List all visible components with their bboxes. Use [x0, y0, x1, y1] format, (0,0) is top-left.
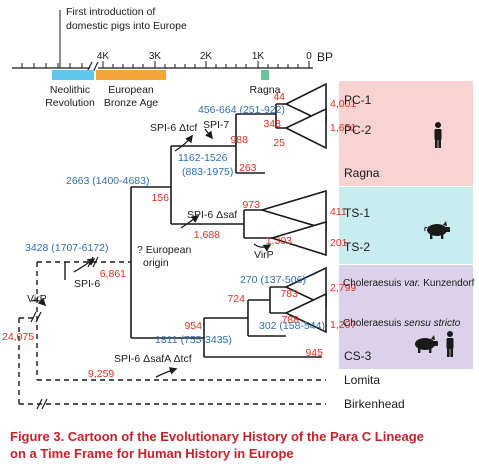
date-883-1975: (883-1975) [182, 166, 233, 178]
label-birkenhead: Birkenhead [344, 397, 405, 411]
triangle-sensu-stricto [284, 292, 327, 334]
human-icon [446, 331, 454, 357]
event-spi6-dsafa-dtcf: SPI-6 ΔsafA Δtcf [114, 353, 192, 365]
event-spi6-dsaf: SPI-6 Δsaf [187, 209, 237, 221]
red-num-24075: 24,075 [2, 331, 34, 343]
red-num-411: 411 [330, 206, 347, 218]
label-sensu-stricto: Choleraesuis sensu stricto [343, 318, 461, 329]
caption-line-2: on a Time Frame for Human History in Eur… [10, 446, 294, 461]
panel-ts [339, 187, 473, 264]
period-bar-neolithic [52, 70, 94, 80]
red-num-156: 156 [151, 192, 169, 204]
red-num-2799: 2,799 [330, 282, 356, 294]
red-num-9259: 9,259 [88, 368, 114, 380]
date-270: 270 (137-506) [240, 274, 306, 286]
period-bar-bronze-age [96, 70, 166, 80]
axis-ticks [21, 61, 310, 68]
tick-label-3k: 3K [149, 51, 162, 62]
red-num-343: 343 [263, 118, 281, 130]
red-num-263: 263 [239, 162, 257, 174]
red-num-44: 44 [273, 91, 285, 103]
pig-icon [415, 335, 438, 353]
pig-icon [424, 221, 450, 239]
period-label-ragna: Ragna [250, 84, 281, 96]
red-num-783: 783 [280, 288, 298, 300]
label-cs3: CS-3 [344, 349, 372, 363]
date-1162-1526: 1162-1526 [178, 152, 228, 164]
period-bar-ragna [261, 70, 269, 80]
triangle-pc2 [284, 107, 327, 150]
annotation-line-2: domestic pigs into Europe [66, 20, 187, 32]
tick-label-4k: 4K [97, 51, 110, 62]
red-num-201: 201 [330, 237, 348, 249]
red-num-788: 788 [281, 314, 299, 326]
red-num-954: 954 [184, 320, 202, 332]
tick-label-1k: 1K [252, 51, 265, 62]
red-num-724: 724 [227, 293, 245, 305]
period-label-bronze-2: Bronze Age [104, 97, 158, 109]
date-1811: 1811 (755-3435) [155, 334, 232, 346]
event-labels: SPI-6 Δtcf SPI-7 SPI-6 Δsaf VirP SPI-6 V… [27, 119, 274, 365]
red-num-4001: 4,001 [330, 98, 356, 110]
date-456-664: 456-664 (251-922) [198, 104, 285, 116]
period-label-neolithic-2: Revolution [45, 97, 95, 109]
triangle-kunzendorf [284, 266, 327, 308]
label-pc1: PC-1 [344, 93, 372, 107]
red-num-988: 988 [230, 134, 248, 146]
date-3428: 3428 (1707-6172) [25, 242, 108, 254]
period-label-neolithic-1: Neolithic [50, 84, 90, 96]
date-2663: 2663 (1400-4683) [66, 175, 149, 187]
triangle-ts1 [259, 189, 327, 231]
tick-label-0: 0 [306, 51, 312, 62]
label-ts2: TS-2 [344, 240, 370, 254]
clade-triangles [259, 82, 327, 334]
annotation-line-1: First introduction of [66, 6, 155, 18]
event-spi6: SPI-6 [74, 278, 100, 290]
period-label-bronze-1: European [108, 84, 154, 96]
red-num-1207: 1,207 [330, 319, 356, 331]
red-num-1651: 1,651 [330, 122, 356, 134]
panel-pc [339, 81, 473, 186]
branch-length-labels: 44 4,001 343 1,651 25 988 263 156 973 41… [2, 91, 356, 380]
figure-caption: Figure 3. Cartoon of the Evolutionary Hi… [10, 428, 472, 462]
event-spi7: SPI-7 [203, 119, 229, 131]
date-labels: 456-664 (251-922) 1162-1526 (883-1975) 2… [25, 104, 325, 346]
tick-label-2k: 2K [200, 51, 213, 62]
event-virp-root: VirP [27, 293, 47, 305]
human-icon [434, 122, 442, 148]
label-ts1: TS-1 [344, 206, 370, 220]
label-lomita: Lomita [344, 373, 380, 387]
label-pc2: PC-2 [344, 123, 372, 137]
red-num-25: 25 [273, 137, 285, 149]
label-ragna: Ragna [344, 166, 380, 180]
red-num-6861: 6,861 [100, 268, 126, 280]
red-num-1303: 1,303 [266, 235, 292, 247]
axis-unit: BP [317, 50, 333, 64]
origin-line-1: ? European [137, 244, 191, 256]
event-arrows [31, 128, 272, 378]
phylogeny-diagram: First introduction of domestic pigs into… [2, 6, 475, 411]
red-num-945: 945 [305, 347, 323, 359]
event-spi6-dtcf: SPI-6 Δtcf [150, 122, 197, 134]
triangle-ts2 [269, 220, 327, 257]
dashed-branches [18, 261, 326, 405]
red-num-973: 973 [242, 199, 260, 211]
origin-line-2: origin [143, 257, 169, 269]
label-kunzendorf: Choleraesuis var. Kunzendorf [343, 278, 475, 289]
red-num-1688: 1,688 [194, 229, 220, 241]
date-302: 302 (158-544) [259, 320, 325, 332]
event-virp-ts2: VirP [254, 249, 274, 261]
clade-labels: PC-1 PC-2 Ragna TS-1 TS-2 Choleraesuis v… [343, 93, 475, 411]
caption-line-1: Figure 3. Cartoon of the Evolutionary Hi… [10, 429, 424, 444]
